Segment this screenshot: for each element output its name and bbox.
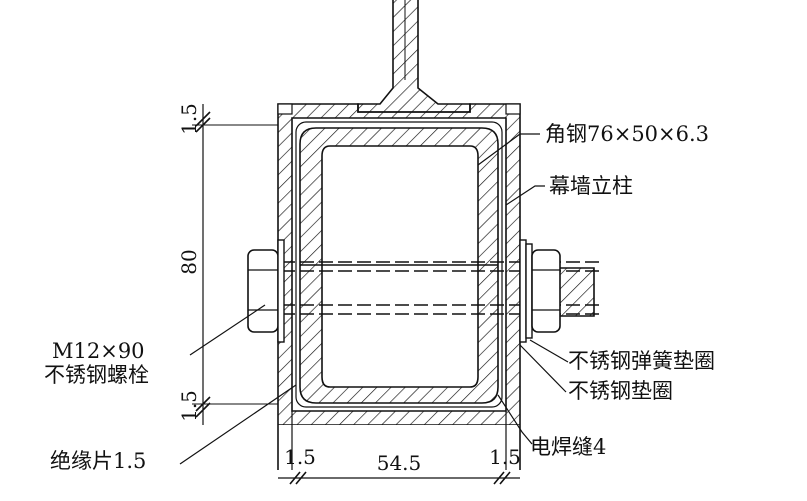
width-dimension-value: 54.5 [377,451,422,475]
right-gap-value: 1.5 [489,445,521,469]
angle-steel [299,127,499,404]
bottom-gap-value: 1.5 [177,390,201,422]
weld-label: 电焊缝4 [530,435,606,459]
left-gap-value: 1.5 [284,445,316,469]
bolt-label-name: 不锈钢螺栓 [44,363,149,387]
mullion-stem [357,0,471,113]
height-dimension [192,104,278,425]
washer-label: 不锈钢垫圈 [568,379,673,403]
washer-stack [519,239,533,343]
bolt-tail [560,267,595,317]
nut [531,249,561,333]
bolt-head [247,239,285,343]
height-dimension-value: 80 [177,249,201,274]
angle-steel-label: 角钢76×50×6.3 [545,122,709,146]
insulation-sheet [295,121,503,408]
top-gap-value: 1.5 [177,103,201,135]
mullion-tube [266,103,532,475]
spring-washer-label: 不锈钢弹簧垫圈 [568,349,715,373]
leader-lines [179,133,569,465]
insulation-label: 绝缘片1.5 [50,449,146,473]
width-dimension [278,471,520,485]
mullion-label: 幕墙立柱 [549,174,633,198]
bolt-label-spec: M12×90 [52,339,145,363]
